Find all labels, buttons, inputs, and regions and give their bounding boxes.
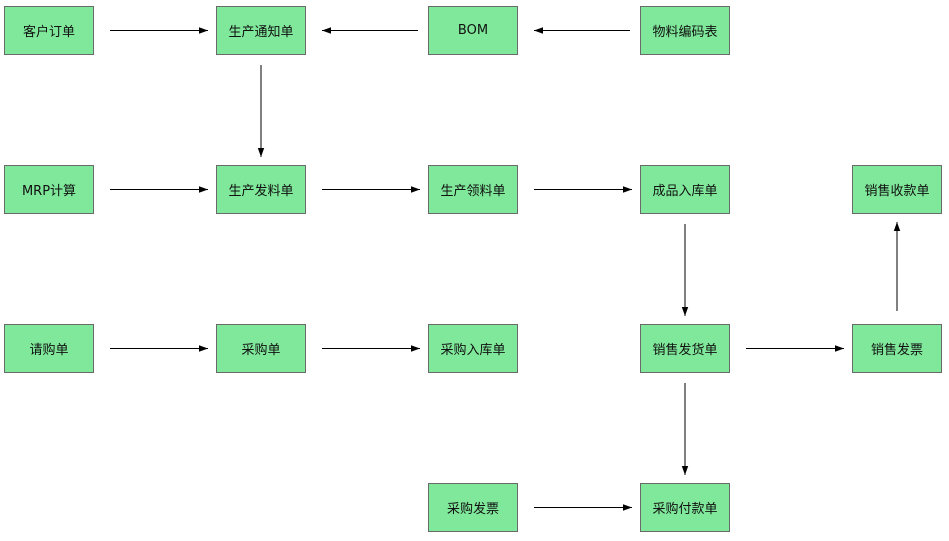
arrow-head-icon [623,186,632,193]
arrow-head-icon [623,504,632,511]
node-bom: BOM [428,6,518,55]
edge-mrp_calculation-to-production_issue [110,186,208,193]
arrow-head-icon [199,345,208,352]
node-customer-order: 客户订单 [4,6,94,55]
arrow-head-icon [411,345,420,352]
node-sales-invoice: 销售发票 [852,324,942,373]
arrow-head-icon [257,148,265,157]
arrow-head-icon [411,186,420,193]
node-purchase-payment: 采购付款单 [640,483,730,532]
arrow-head-icon [681,466,689,475]
edge-customer_order-to-production_notice [110,27,208,34]
edge-bom-to-production_notice [322,27,418,34]
arrow-head-icon [681,307,689,316]
node-label: 采购入库单 [440,343,506,358]
edge-sales_invoice-to-sales_receipt [893,222,901,311]
edge-purchase_order-to-purchase_receipt [322,345,420,352]
node-label: 采购付款单 [652,502,718,517]
node-label: 生产领料单 [440,184,506,199]
arrow-head-icon [199,186,208,193]
edge-purchase_request-to-purchase_order [110,345,208,352]
node-purchase-invoice: 采购发票 [428,483,518,532]
edge-sales_delivery-to-purchase_payment [681,383,689,475]
node-sales-receipt: 销售收款单 [852,165,942,214]
edge-production_issue-to-production_requisition [322,186,420,193]
arrow-head-icon [322,27,331,34]
edge-purchase_invoice-to-purchase_payment [534,504,632,511]
node-label: 生产发料单 [228,184,294,199]
node-mrp-calculation: MRP计算 [4,165,94,214]
arrow-head-icon [835,345,844,352]
node-label: BOM [457,23,489,38]
node-production-issue: 生产发料单 [216,165,306,214]
node-label: 物料编码表 [652,25,718,40]
node-label: 成品入库单 [652,184,718,199]
arrow-head-icon [893,222,901,231]
node-label: 销售发货单 [652,343,718,358]
node-purchase-order: 采购单 [216,324,306,373]
edge-material_code_table-to-bom [534,27,630,34]
node-purchase-receipt: 采购入库单 [428,324,518,373]
node-production-requisition: 生产领料单 [428,165,518,214]
node-label: 销售收款单 [864,184,930,199]
arrow-head-icon [199,27,208,34]
arrow-head-icon [534,27,543,34]
edge-production_requisition-to-finished_goods_receipt [534,186,632,193]
node-label: 客户订单 [22,25,75,40]
node-label: 销售发票 [870,343,923,358]
node-sales-delivery: 销售发货单 [640,324,730,373]
node-purchase-request: 请购单 [4,324,94,373]
node-label: 采购发票 [446,502,499,517]
node-production-notice: 生产通知单 [216,6,306,55]
node-label: 请购单 [29,343,69,358]
node-material-code-table: 物料编码表 [640,6,730,55]
node-label: 生产通知单 [228,25,294,40]
edge-finished_goods_receipt-to-sales_delivery [681,224,689,316]
edge-production_notice-to-production_issue [257,65,265,157]
edge-sales_delivery-to-sales_invoice [746,345,844,352]
node-finished-goods-receipt: 成品入库单 [640,165,730,214]
node-label: MRP计算 [21,184,77,199]
node-label: 采购单 [241,343,281,358]
